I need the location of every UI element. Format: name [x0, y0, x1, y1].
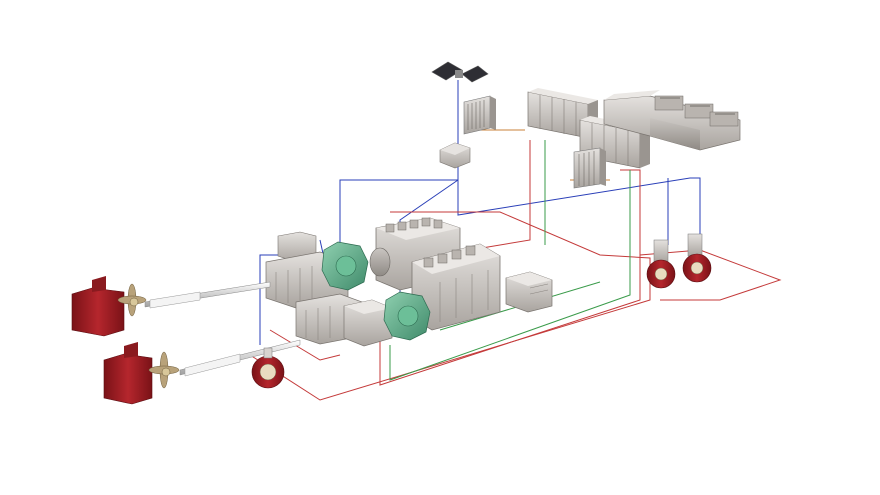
rudder-starboard: [103, 342, 180, 405]
tunnel-thruster-stern: [251, 347, 285, 389]
propeller-shaft-port: [144, 281, 271, 309]
propeller-starboard-icon: [148, 351, 180, 389]
transformer-small: [343, 299, 393, 347]
gearbox-starboard: [383, 291, 431, 341]
rudder-port: [71, 276, 147, 337]
satellite-antenna: [431, 61, 489, 83]
control-cabinet-lower: [573, 147, 606, 189]
bow-thruster-2: [682, 233, 712, 283]
propeller-port-icon: [117, 283, 147, 317]
bow-thruster-1: [646, 239, 676, 289]
transformer-unit: [505, 271, 553, 313]
junction-box: [439, 142, 471, 169]
switchboard-upper: [527, 88, 598, 139]
power-lines-red: [249, 140, 782, 401]
gearbox-port: [321, 241, 369, 291]
control-cabinet-small: [463, 95, 496, 135]
generator-sets: [603, 90, 741, 151]
